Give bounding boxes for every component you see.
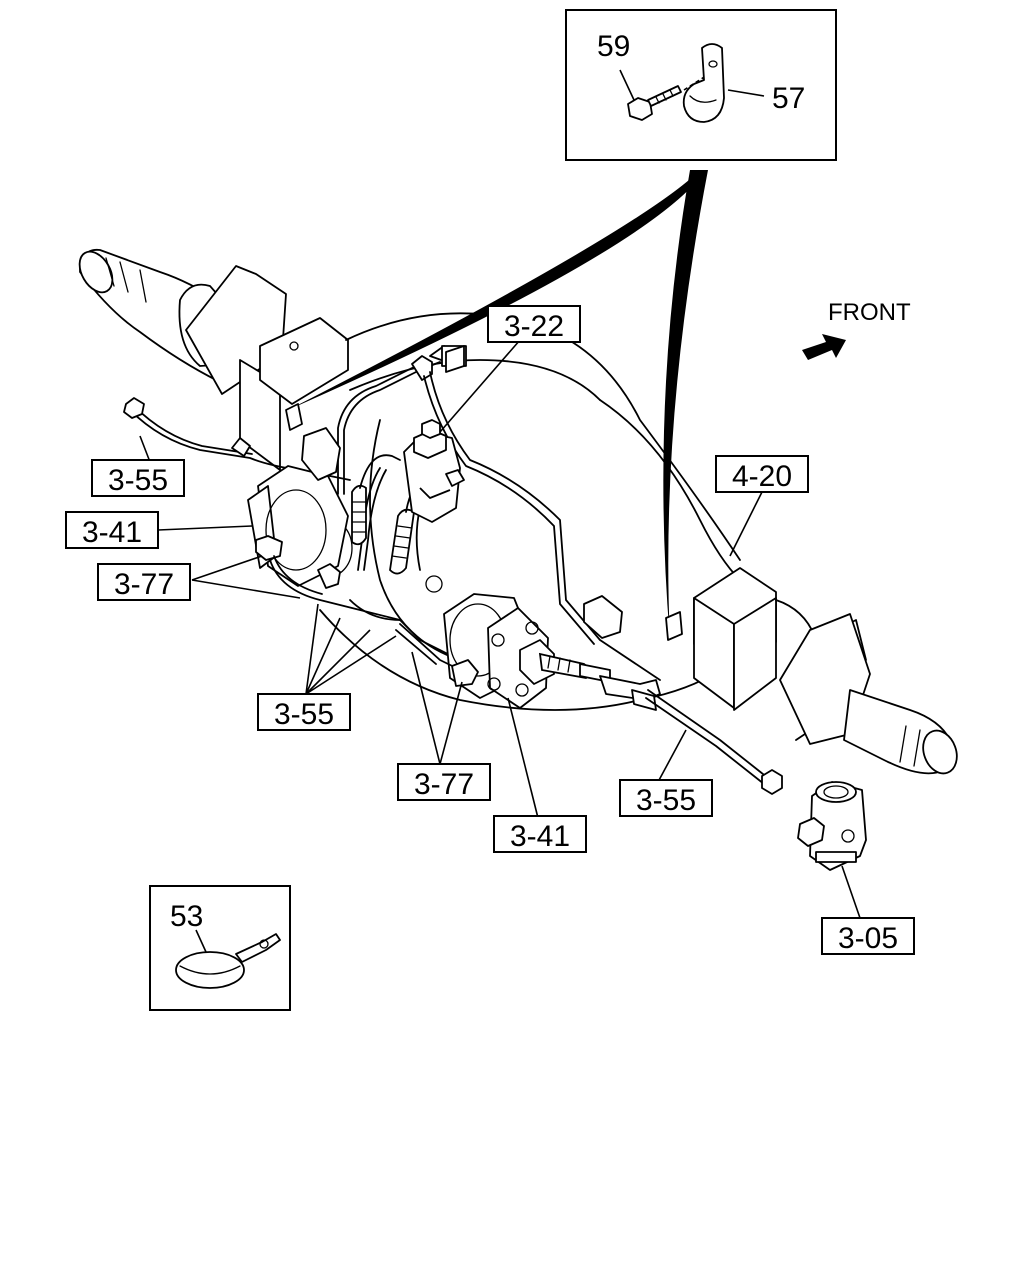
label-4-20: 4-20 [732, 460, 792, 493]
label-3-41-center: 3-41 [510, 820, 570, 853]
label-3-77-center: 3-77 [414, 768, 474, 801]
callout-3-55-center: 3-55 [257, 693, 351, 731]
label-53: 53 [170, 900, 203, 933]
bolt-59-drawing [627, 85, 682, 121]
callout-3-55-left: 3-55 [91, 459, 185, 497]
clip-57-drawing [682, 43, 725, 123]
detail-callout-wedge [288, 170, 708, 640]
front-direction-indicator: FRONT [802, 299, 911, 360]
callout-3-41-left: 3-41 [65, 511, 159, 549]
label-3-55-center: 3-55 [274, 698, 334, 731]
brake-chamber-right [443, 593, 661, 711]
callout-3-41-center: 3-41 [493, 815, 587, 853]
callout-3-77-left: 3-77 [97, 563, 191, 601]
clamp-53-drawing [175, 933, 281, 989]
label-3-55-left: 3-55 [108, 464, 168, 497]
label-57: 57 [772, 82, 805, 115]
leader-lines [139, 339, 861, 919]
relay-valve [403, 419, 465, 523]
front-label: FRONT [828, 299, 911, 326]
label-3-05: 3-05 [838, 922, 898, 955]
label-3-77-left: 3-77 [114, 568, 174, 601]
brake-pipe-assembly [123, 345, 783, 795]
callout-3-55-right: 3-55 [619, 779, 713, 817]
callout-3-77-center: 3-77 [397, 763, 491, 801]
callout-3-22: 3-22 [487, 305, 581, 343]
flexible-hose-pair [351, 454, 441, 575]
detail-inset-bolt-clip: 59 57 [565, 9, 837, 161]
label-59: 59 [597, 30, 630, 63]
label-3-41-left: 3-41 [82, 516, 142, 549]
brake-chamber-left [247, 465, 349, 589]
label-3-22: 3-22 [504, 310, 564, 343]
callout-3-05: 3-05 [821, 917, 915, 955]
detail-inset-clamp: 53 [149, 885, 291, 1011]
callout-4-20: 4-20 [715, 455, 809, 493]
label-3-55-right: 3-55 [636, 784, 696, 817]
wheel-cylinder-3-05 [797, 781, 867, 871]
front-arrow-icon [802, 334, 846, 360]
